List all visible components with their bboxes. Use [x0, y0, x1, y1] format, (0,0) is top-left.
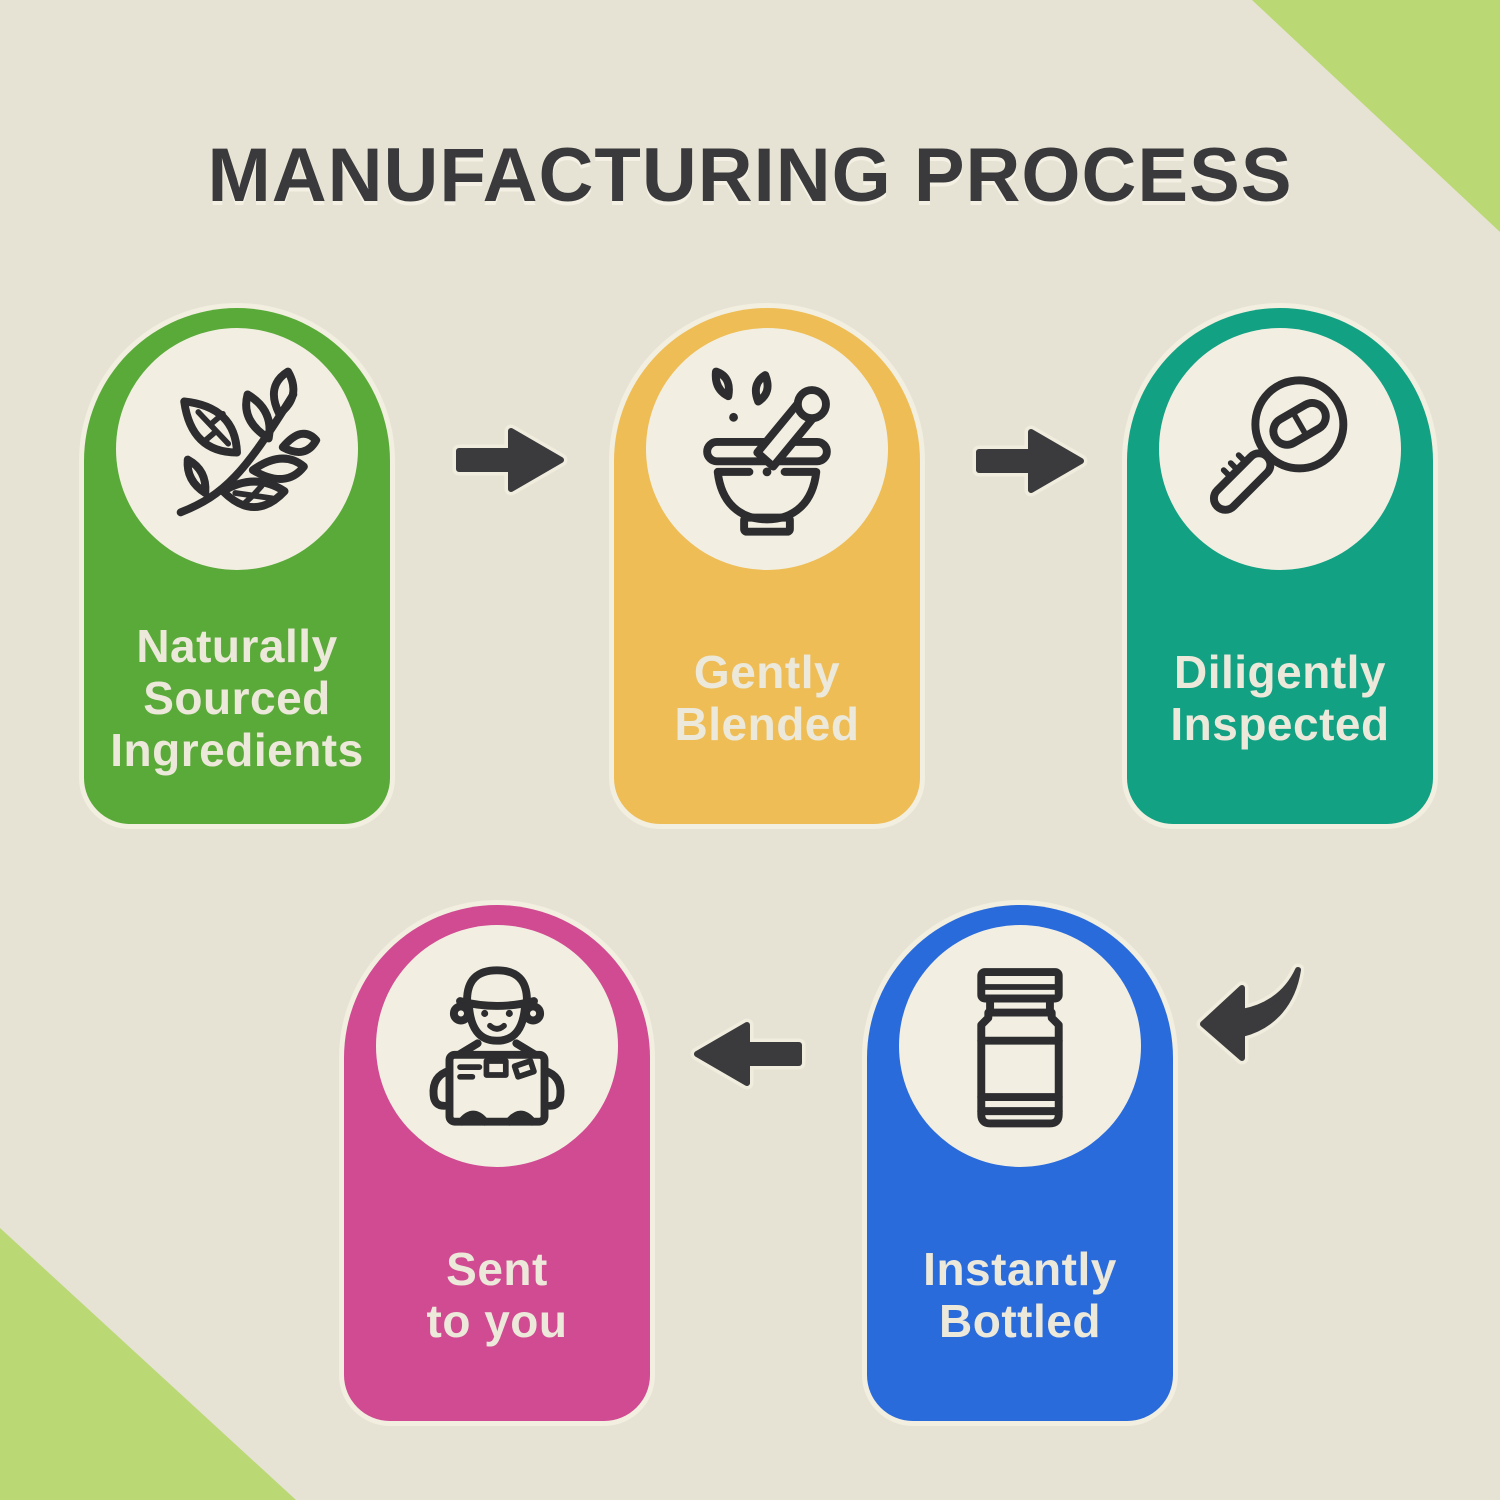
icon-circle	[116, 328, 358, 570]
step-label-line: Ingredients	[110, 724, 364, 776]
step-label: Sent to you	[350, 1205, 644, 1385]
magnifier-with-pill-icon	[1209, 376, 1348, 514]
delivery-person-icon	[429, 966, 565, 1126]
step-label: Diligently Inspected	[1133, 608, 1427, 788]
arrow-curve-down-left-icon	[1196, 963, 1304, 1065]
step-card-naturally-sourced: Naturally Sourced Ingredients	[84, 308, 390, 824]
step-card-diligently-inspected: Diligently Inspected	[1127, 308, 1433, 824]
icon-circle	[1159, 328, 1401, 570]
corner-triangle-bottom-left	[0, 1228, 296, 1500]
step-card-gently-blended: Gently Blended	[614, 308, 920, 824]
step-label-line: Sent	[446, 1243, 548, 1295]
step-card-sent-to-you: Sent to you	[344, 905, 650, 1421]
mortar-and-pestle-icon	[703, 367, 831, 536]
step-label-line: Blended	[674, 698, 860, 750]
page-title: MANUFACTURING PROCESS	[207, 133, 1293, 218]
step-label-line: Sourced	[143, 672, 331, 724]
step-label-line: Bottled	[939, 1295, 1101, 1347]
arrow-right-2-icon	[972, 425, 1088, 497]
step-label: Gently Blended	[620, 608, 914, 788]
step-label-line: Instantly	[923, 1243, 1117, 1295]
step-label-line: Gently	[693, 646, 841, 698]
step-card-instantly-bottled: Instantly Bottled	[867, 905, 1173, 1421]
step-label: Instantly Bottled	[873, 1205, 1167, 1385]
icon-circle	[899, 925, 1141, 1167]
step-label: Naturally Sourced Ingredients	[90, 608, 384, 788]
leaf-branch-icon	[176, 367, 321, 517]
step-label-line: Naturally	[136, 620, 338, 672]
step-label-line: Inspected	[1170, 698, 1390, 750]
icon-circle	[376, 925, 618, 1167]
arrow-left-icon	[690, 1018, 806, 1090]
icon-circle	[646, 328, 888, 570]
step-label-line: to you	[426, 1295, 568, 1347]
arrow-right-1-icon	[452, 424, 568, 496]
supplement-jar-icon	[977, 968, 1063, 1128]
step-label-line: Diligently	[1173, 646, 1387, 698]
